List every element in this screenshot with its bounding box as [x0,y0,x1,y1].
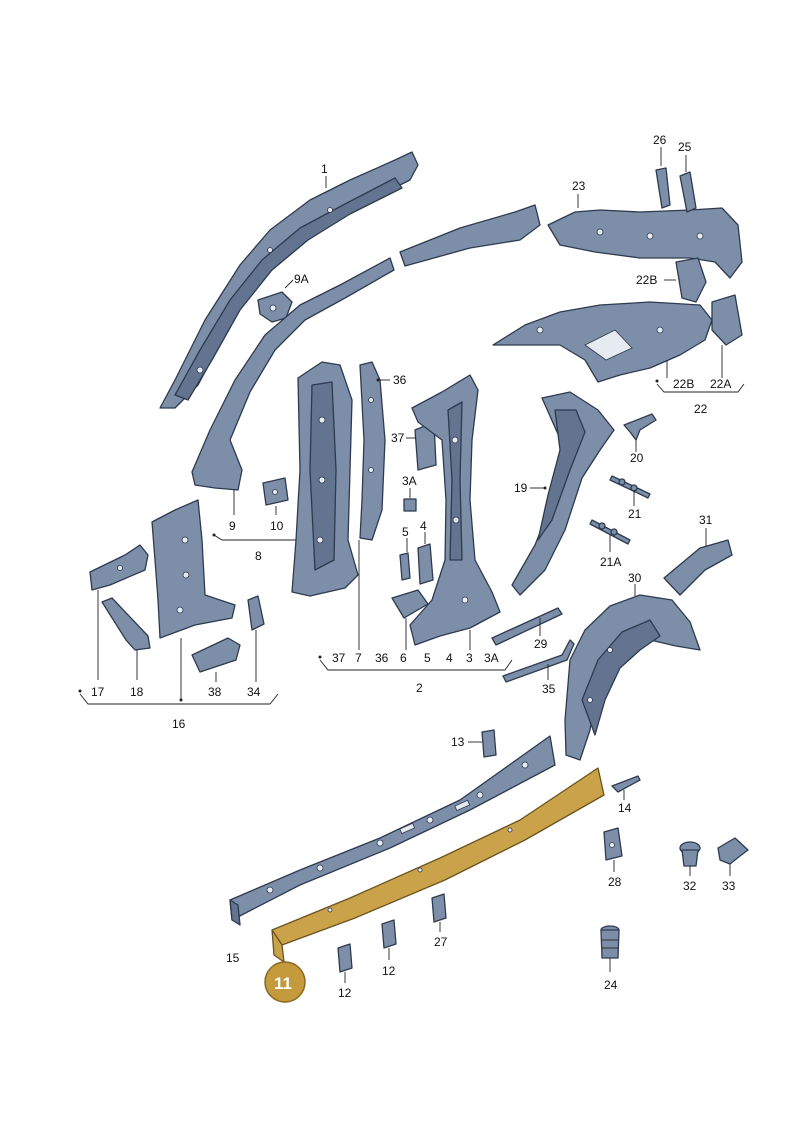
part-24-buffer[interactable] [600,925,620,959]
label-23: 23 [572,179,586,193]
part-22B-bracket[interactable] [675,257,707,303]
part-15-inner-sill[interactable] [229,735,556,926]
part-28-plug[interactable] [603,827,623,861]
part-25-bracket[interactable] [679,171,697,213]
part-36-reinforcement[interactable] [359,361,386,541]
highlight-badge [264,961,306,1003]
label-21A: 21A [600,555,621,569]
label-31: 31 [699,513,713,527]
label-22: 22 [694,402,708,416]
label-18: 18 [130,685,144,699]
label-15: 15 [226,951,240,965]
part-12-plug-b[interactable] [381,919,397,949]
part-38-pad[interactable] [191,637,241,673]
label-27: 27 [434,935,448,949]
part-4-clip[interactable] [417,543,434,585]
label-5b: 5 [424,651,431,665]
label-3: 3 [466,651,473,665]
part-30-wheel-arch[interactable] [564,594,701,761]
label-22A: 22A [710,377,731,391]
label-6: 6 [400,651,407,665]
part-17-bracket[interactable] [89,544,149,591]
label-7: 7 [355,651,362,665]
label-24: 24 [604,978,618,992]
label-26: 26 [653,133,667,147]
label-30: 30 [628,571,642,585]
label-33: 33 [722,879,736,893]
label-17: 17 [91,685,105,699]
part-18-bracket[interactable] [101,597,151,651]
label-38: 38 [208,685,222,699]
label-13: 13 [451,735,465,749]
label-8: 8 [255,549,262,563]
part-14-clip[interactable] [611,775,641,793]
label-28: 28 [608,875,622,889]
label-14: 14 [618,801,632,815]
label-10: 10 [270,519,284,533]
label-25: 25 [678,140,692,154]
label-35: 35 [542,682,556,696]
label-20: 20 [630,451,644,465]
label-37a: 37 [391,431,405,445]
label-4b: 4 [446,651,453,665]
part-10-plate[interactable] [262,477,289,506]
part-1-roof-rail[interactable] [159,151,419,409]
part-3A-clip[interactable] [403,498,417,512]
label-12a: 12 [338,986,352,1000]
part-26-bracket[interactable] [655,167,671,209]
label-4a: 4 [420,519,427,533]
label-37b: 37 [332,651,346,665]
part-23-rear-rail[interactable] [547,207,743,279]
label-29: 29 [534,637,548,651]
label-9: 9 [229,519,236,533]
part-12-plug-a[interactable] [337,943,353,973]
part-13-clip[interactable] [481,729,497,758]
part-31-trim[interactable] [663,539,733,596]
part-27-plug[interactable] [431,893,447,923]
part-7-b-pillar-inner[interactable] [291,361,359,597]
label-36a: 36 [393,373,407,387]
label-12b: 12 [382,964,396,978]
part-20-clip[interactable] [623,413,657,441]
part-22-quarter-inner[interactable] [492,301,713,383]
label-34: 34 [247,685,261,699]
part-34-bracket[interactable] [247,595,265,631]
label-22Bb: 22B [673,377,694,391]
label-2: 2 [416,681,423,695]
label-19: 19 [514,481,528,495]
part-3-b-pillar-outer[interactable] [409,374,501,646]
label-3Ab: 3A [484,651,499,665]
part-22A-bracket[interactable] [711,294,743,346]
label-16: 16 [172,717,186,731]
part-16-pillar-base[interactable] [151,499,236,639]
part-5-clip[interactable] [399,552,411,581]
part-11-outer-sill[interactable] [271,767,605,963]
label-3Aa: 3A [402,474,417,488]
label-5a: 5 [402,525,409,539]
part-29-strip[interactable] [491,607,563,646]
label-9A: 9A [294,272,309,286]
label-21: 21 [628,507,642,521]
label-32: 32 [683,879,697,893]
part-33-rivet[interactable] [717,837,749,865]
label-22B: 22B [636,273,657,287]
part-21A-rod[interactable] [589,519,631,545]
highlight-badge-label: 11 [274,974,292,993]
part-21-rod[interactable] [609,475,651,499]
label-36b: 36 [375,651,389,665]
part-35-rod[interactable] [502,639,575,683]
part-32-plug[interactable] [679,841,701,867]
part-9-a-pillar[interactable] [191,204,541,491]
label-1: 1 [321,162,328,176]
part-6-plate[interactable] [391,589,429,619]
part-19-c-pillar[interactable] [511,391,615,596]
